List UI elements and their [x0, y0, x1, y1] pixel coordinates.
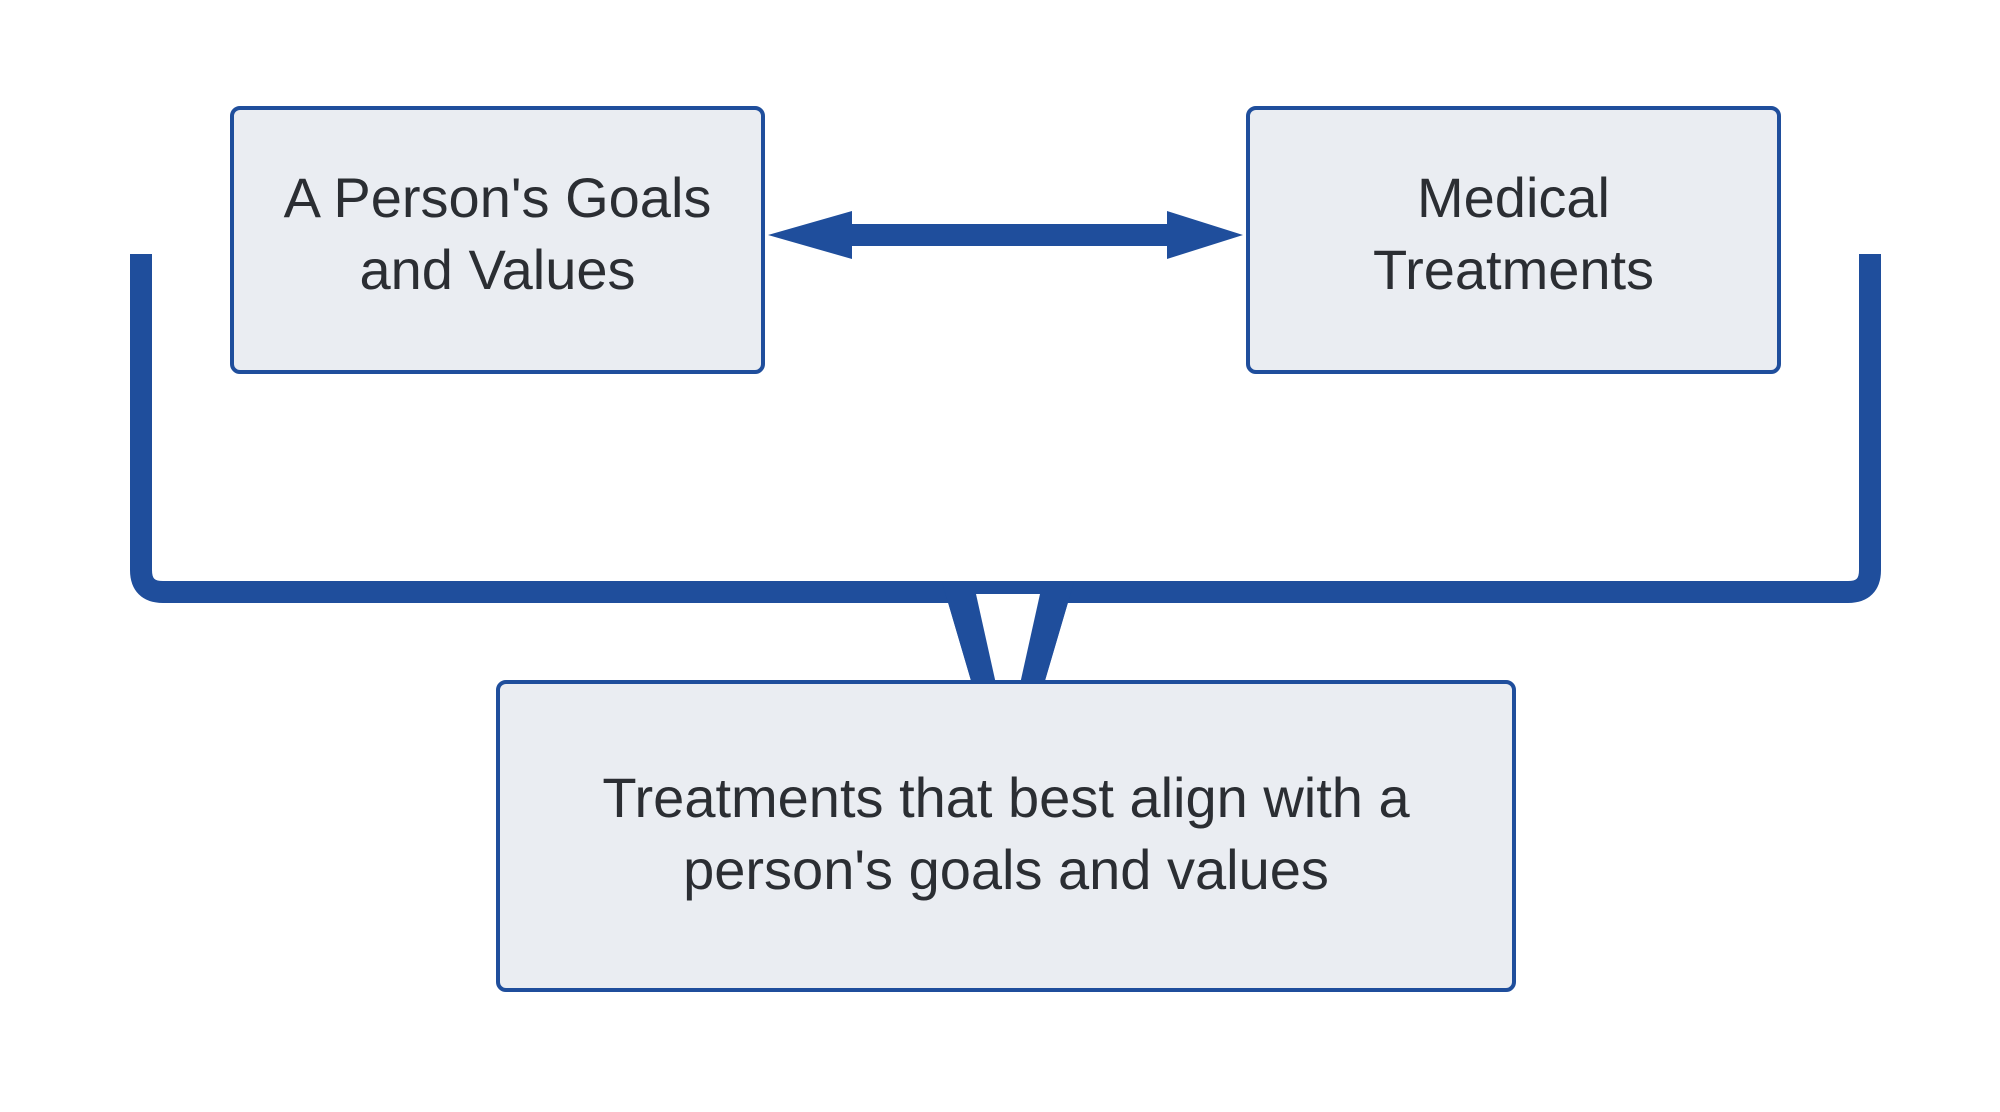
aligned-treatments-box: Treatments that best align with a person…	[496, 680, 1516, 992]
medical-treatments-box: Medical Treatments	[1246, 106, 1781, 374]
medical-treatments-label: Medical Treatments	[1372, 166, 1655, 301]
goals-values-label: A Person's Goals and Values	[283, 166, 712, 301]
aligned-treatments-label: Treatments that best align with a person…	[602, 766, 1410, 901]
bidirectional-arrow-right-head	[1167, 211, 1243, 259]
bidirectional-arrow-left-head	[768, 211, 852, 259]
merge-funnel-gap	[976, 594, 1040, 684]
bidirectional-arrow-shaft	[848, 224, 1174, 246]
goals-values-box: A Person's Goals and Values	[230, 106, 765, 374]
